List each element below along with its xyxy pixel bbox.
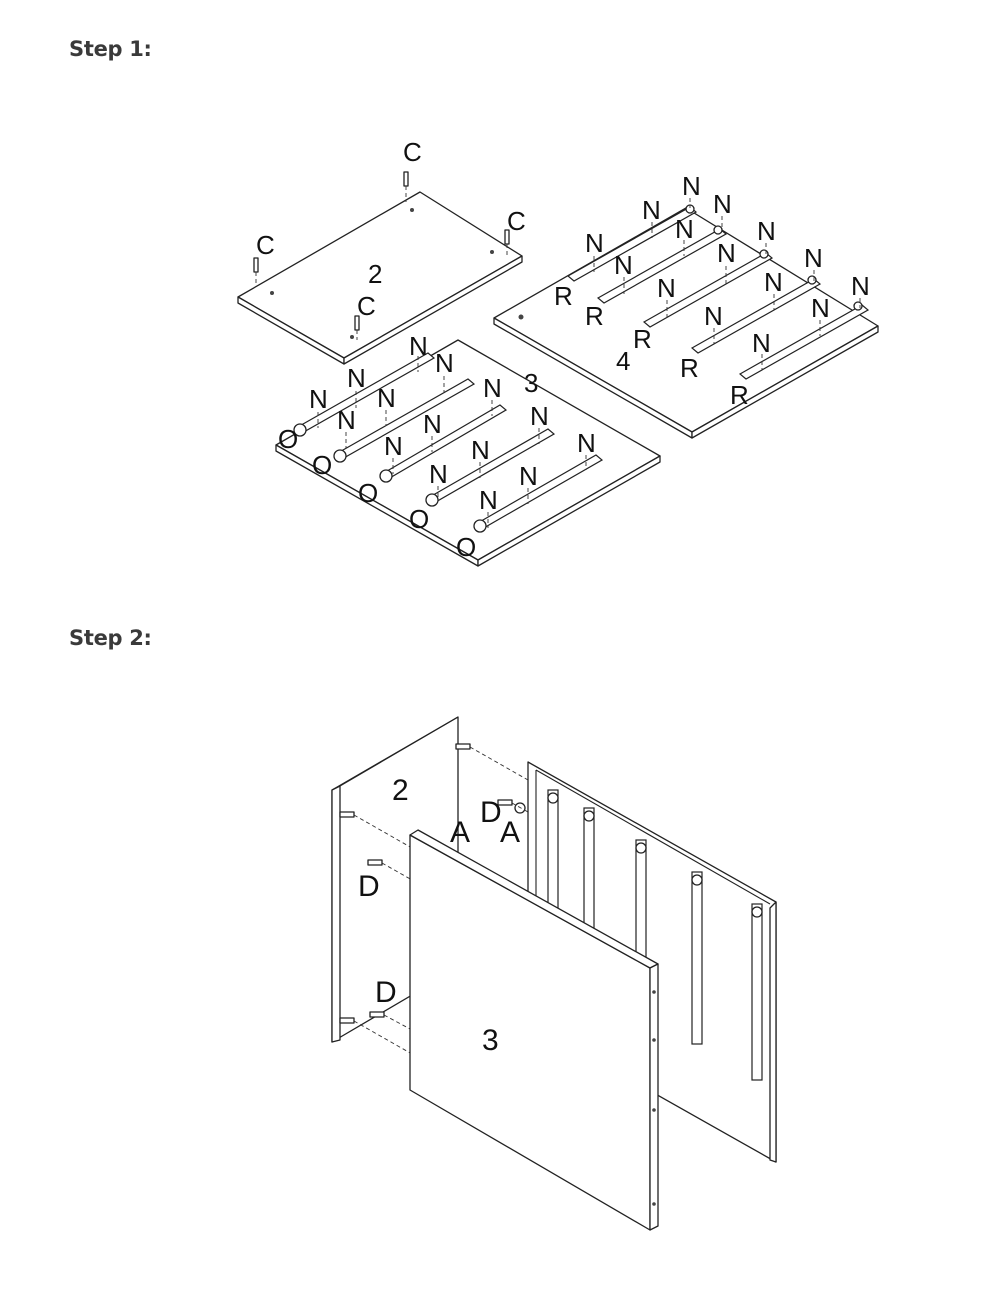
label-n: N xyxy=(614,250,633,280)
label-n: N xyxy=(717,238,736,268)
panel-3-label: 3 xyxy=(482,1024,499,1057)
label-n: N xyxy=(757,216,776,246)
label-n: N xyxy=(429,459,448,489)
label-n: N xyxy=(309,384,328,414)
label-n: N xyxy=(519,461,538,491)
label-c: C xyxy=(256,230,275,260)
left-slides: O O O O O xyxy=(278,352,604,562)
step-2-title: Step 2: xyxy=(69,626,152,650)
label-a: A xyxy=(500,816,520,849)
label-n: N xyxy=(409,331,428,361)
label-d: D xyxy=(375,976,397,1009)
label-c: C xyxy=(507,206,526,236)
panel-3-label: 3 xyxy=(524,368,538,398)
label-n: N xyxy=(347,363,366,393)
label-n: N xyxy=(585,228,604,258)
label-r: R xyxy=(680,353,699,383)
step-1-diagram: 2 C C C C 3 O O O O O xyxy=(237,137,879,567)
screws-panel-3: N N N N N N N N N N N N N N N xyxy=(309,331,596,528)
label-o: O xyxy=(358,478,378,508)
label-d: D xyxy=(480,796,502,829)
label-n: N xyxy=(577,428,596,458)
label-n: N xyxy=(811,293,830,323)
label-c: C xyxy=(357,291,376,321)
label-d: D xyxy=(358,870,380,903)
label-n: N xyxy=(713,189,732,219)
screws-panel-4: N N N N N N N N N N N N N N N xyxy=(585,171,870,370)
label-n: N xyxy=(657,273,676,303)
panel-3: 3 xyxy=(275,339,661,567)
label-r: R xyxy=(585,301,604,331)
label-o: O xyxy=(409,504,429,534)
label-n: N xyxy=(483,373,502,403)
label-n: N xyxy=(530,401,549,431)
label-n: N xyxy=(682,171,701,201)
panel-3-assembly: 3 xyxy=(409,829,659,1231)
step-1-title: Step 1: xyxy=(69,37,152,61)
cam-bolts: C C C C xyxy=(253,137,526,340)
panel-2-label: 2 xyxy=(392,774,409,807)
label-n: N xyxy=(471,435,490,465)
right-slides: R R R R R xyxy=(554,204,870,410)
label-n: N xyxy=(377,383,396,413)
label-n: N xyxy=(384,431,403,461)
label-r: R xyxy=(730,380,749,410)
panel-2: 2 xyxy=(237,191,523,365)
label-n: N xyxy=(704,301,723,331)
label-n: N xyxy=(851,271,870,301)
panel-2-label: 2 xyxy=(368,259,382,289)
label-r: R xyxy=(554,281,573,311)
label-o: O xyxy=(456,532,476,562)
label-n: N xyxy=(479,485,498,515)
panel-2-assembly: 2 D D D A A xyxy=(331,716,529,1055)
label-n: N xyxy=(435,348,454,378)
label-o: O xyxy=(312,450,332,480)
panel-4-label: 4 xyxy=(616,346,630,376)
label-n: N xyxy=(642,195,661,225)
label-a: A xyxy=(450,816,470,849)
label-n: N xyxy=(752,328,771,358)
label-r: R xyxy=(633,324,652,354)
label-n: N xyxy=(423,409,442,439)
label-c: C xyxy=(403,137,422,167)
label-n: N xyxy=(337,405,356,435)
label-o: O xyxy=(278,424,298,454)
label-n: N xyxy=(764,267,783,297)
label-n: N xyxy=(675,214,694,244)
label-n: N xyxy=(804,243,823,273)
